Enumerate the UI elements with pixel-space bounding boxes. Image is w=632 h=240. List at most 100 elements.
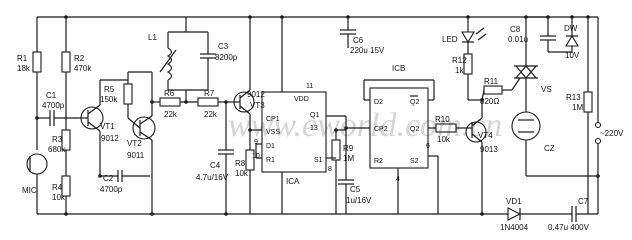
- watermark: www.eworld.com.cn: [228, 107, 502, 144]
- icb-q2: Q2: [410, 126, 419, 133]
- triac-vs: [514, 65, 538, 79]
- ica-label: ICA: [286, 177, 300, 186]
- ica-cp1: CP1: [266, 116, 280, 123]
- r8-value: 10k: [235, 169, 249, 178]
- dw-value: 10V: [565, 51, 580, 60]
- vt3-label: VT3: [250, 101, 265, 110]
- r8-label: R8: [235, 159, 246, 168]
- dw-label: DW: [564, 24, 578, 33]
- c5-label: C5: [350, 185, 361, 194]
- icb-d2: D2: [374, 99, 383, 106]
- r13-value: 1M: [572, 103, 583, 112]
- led-diode: [461, 31, 475, 44]
- mains-terminal-bottom: [594, 137, 602, 145]
- vt1-label: VT1: [100, 122, 115, 131]
- icb-q2-bar: Q2: [410, 99, 419, 106]
- ica-vdd: VDD: [294, 96, 309, 103]
- resistor-r13: [583, 91, 593, 113]
- r2-value: 470k: [74, 64, 92, 73]
- c8-value: 0.01u: [508, 35, 528, 44]
- r6-value: 22k: [164, 110, 178, 119]
- diode-vd1: [507, 207, 522, 221]
- ica-pin13: 13: [310, 125, 318, 132]
- vt1-type: 9012: [101, 134, 119, 143]
- resistor-r11: [483, 85, 503, 95]
- vs-label: VS: [541, 85, 552, 94]
- r11-value: 820Ω: [480, 97, 499, 106]
- r3-value: 680k: [48, 145, 66, 154]
- resistor-r1: [32, 51, 42, 73]
- r9-label: R9: [343, 144, 354, 153]
- ica-q1: Q1: [310, 112, 319, 119]
- r10-label: R10: [435, 115, 450, 124]
- r4-value: 10k: [52, 193, 66, 202]
- r5-label: R5: [104, 85, 115, 94]
- vd1-label: VD1: [506, 197, 522, 206]
- ica-pin11: 11: [306, 83, 313, 90]
- r2-label: R2: [74, 54, 85, 63]
- c6-value: 220u 15V: [350, 46, 385, 55]
- c2-value: 4700p: [100, 185, 123, 194]
- c4-value: 4.7u/16V: [196, 173, 229, 182]
- c5-value: 1u/16V: [346, 196, 372, 205]
- icb-label: ICB: [392, 64, 405, 73]
- r4-label: R4: [52, 183, 63, 192]
- cz-label: CZ: [544, 144, 555, 153]
- c6-label: C6: [353, 36, 364, 45]
- c7-label: C7: [578, 197, 589, 206]
- c7-value: 0.47u 400V: [548, 223, 590, 232]
- icb-pin6: 6: [426, 143, 430, 150]
- ica-pin9: 9: [254, 139, 258, 146]
- r6-label: R6: [164, 89, 175, 98]
- vt3-type: 9012: [247, 90, 265, 99]
- vt2-type: 9011: [127, 151, 145, 160]
- transistor-vt2: [132, 116, 156, 140]
- c1-label: C1: [46, 91, 57, 100]
- r9-value: 1M: [343, 154, 354, 163]
- r11-label: R11: [484, 77, 499, 86]
- mains-terminal-top: [594, 121, 602, 129]
- icb-cp2: CP2: [374, 126, 388, 133]
- vt4-label: VT4: [478, 131, 493, 140]
- resistor-r5: [123, 83, 133, 105]
- r12-value: 1k: [455, 66, 464, 75]
- transistor-vt4: [465, 121, 487, 143]
- r5-value: 150k: [100, 95, 118, 104]
- c4-label: C4: [210, 161, 221, 170]
- led-label: LED: [442, 35, 458, 44]
- socket-cz: [511, 111, 541, 141]
- r12-label: R12: [452, 56, 467, 65]
- resistor-r7: [197, 97, 219, 107]
- vt4-type: 9013: [480, 145, 498, 154]
- c2-label: C2: [103, 174, 114, 183]
- r1-label: R1: [17, 54, 28, 63]
- inductor-l1: [166, 47, 173, 81]
- r10-value: 10k: [437, 135, 451, 144]
- ica-vss: VSS: [266, 129, 280, 136]
- r7-label: R7: [204, 89, 215, 98]
- resistor-r6: [159, 97, 181, 107]
- vt2-label: VT2: [127, 139, 142, 148]
- ic-a: [261, 91, 327, 173]
- ica-s1: S1: [314, 157, 323, 164]
- c1-value: 4700p: [42, 101, 65, 110]
- icb-s2: S2: [410, 158, 419, 165]
- ica-d1: D1: [266, 143, 275, 150]
- r1-value: 18k: [17, 64, 31, 73]
- zener-dw: [565, 34, 579, 47]
- l1-label: L1: [148, 33, 157, 42]
- r7-value: 22k: [204, 110, 218, 119]
- mic-label: MIC: [22, 186, 37, 195]
- c3-value: 8200p: [215, 53, 238, 62]
- resistor-r2: [61, 51, 71, 73]
- c8-label: C8: [510, 25, 521, 34]
- vd1-type: 1N4004: [500, 223, 529, 232]
- mains-label: ~220V: [600, 129, 624, 138]
- c3-label: C3: [218, 42, 229, 51]
- ica-pin8: 8: [328, 166, 332, 173]
- r3-label: R3: [52, 135, 63, 144]
- icb-r2: R2: [374, 158, 383, 165]
- ica-r1: R1: [266, 157, 275, 164]
